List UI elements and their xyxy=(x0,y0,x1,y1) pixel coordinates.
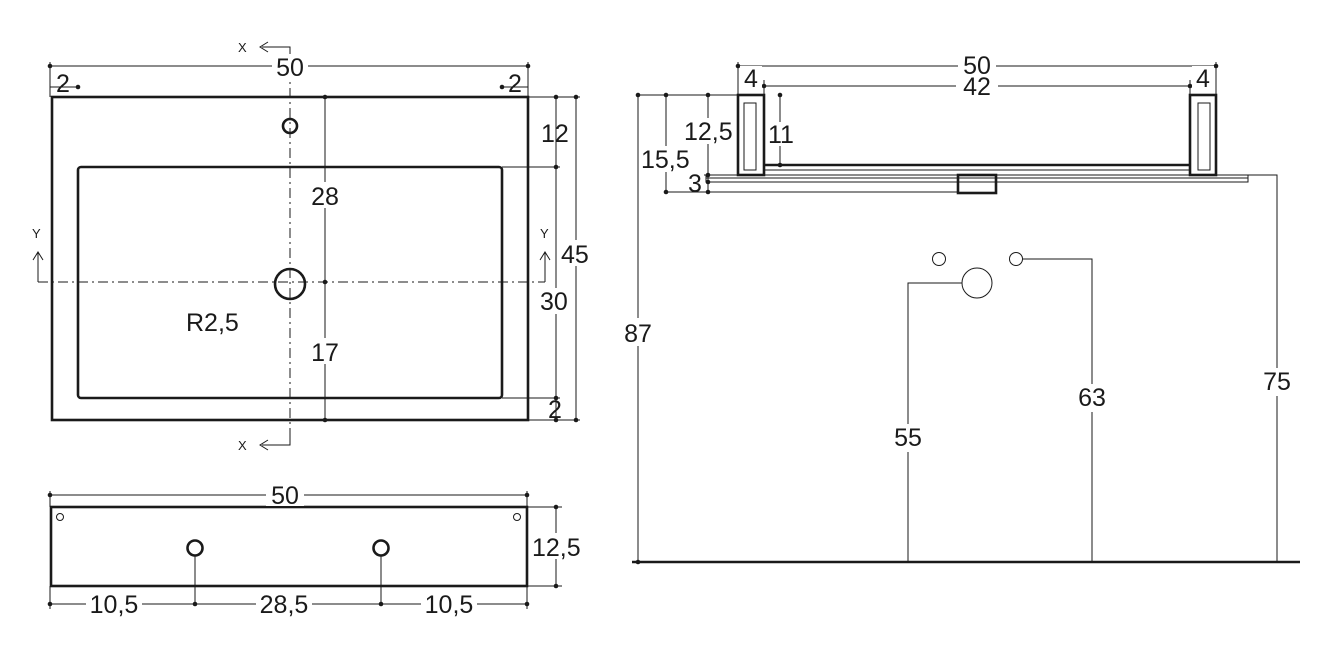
floor-to-drain-dim: 55 xyxy=(894,424,922,452)
height-15-5-dim: 15,5 xyxy=(641,146,690,174)
inner-width-dim: 42 xyxy=(963,73,991,101)
mounting-hole-left xyxy=(186,539,204,557)
drain-height-line xyxy=(907,282,962,562)
floor-to-supply-dim: 63 xyxy=(1078,384,1106,412)
inner-depth-dim: 11 xyxy=(768,121,794,149)
x-axis-label-bottom: X xyxy=(238,438,247,453)
rim-left-dim: 2 xyxy=(56,70,70,98)
drain-to-back-dim: 28 xyxy=(311,183,339,211)
arrow-icon xyxy=(259,439,269,451)
y-axis-label-left: Y xyxy=(32,226,41,241)
front-height-dim: 12,5 xyxy=(532,534,581,562)
arrow-icon xyxy=(259,41,269,53)
height-12-5-dim: 12,5 xyxy=(684,118,733,146)
left-wall xyxy=(736,93,766,177)
arrow-icon xyxy=(539,251,551,261)
rim-back-dim: 12 xyxy=(541,120,569,148)
drain-outlet xyxy=(961,267,993,299)
x-axis-label-top: X xyxy=(238,40,247,55)
front-width-dim: 50 xyxy=(271,482,299,510)
drain-body xyxy=(956,173,998,195)
front-view: 50 12,5 10,5 28,5 10,5 xyxy=(47,482,610,619)
shelf-dim: 3 xyxy=(688,170,702,198)
rim-right-dim: 2 xyxy=(508,70,522,98)
bowl-depth-dim: 30 xyxy=(540,288,568,316)
tap-hole xyxy=(281,117,299,135)
arrow-icon xyxy=(32,251,44,261)
side-view: 50 42 4 4 87 15,5 12,5 3 11 xyxy=(618,52,1300,565)
top-view: X X Y Y 50 2 2 12 30 xyxy=(32,40,593,453)
rim-front-dim: 2 xyxy=(548,396,562,424)
right-wall xyxy=(1188,93,1218,177)
corner-radius-label: R2,5 xyxy=(186,309,239,337)
left-wall-inner xyxy=(743,102,757,171)
x-marker-bottom xyxy=(262,432,291,446)
fixing-hole xyxy=(513,513,521,521)
supply-height-line xyxy=(1022,258,1093,562)
wall-left-dim: 4 xyxy=(744,65,758,93)
fixing-hole xyxy=(56,513,64,521)
supply-hole-right xyxy=(1009,252,1023,266)
hole-right-dim: 10,5 xyxy=(425,591,474,619)
right-wall-inner xyxy=(1197,102,1211,171)
floor-to-top-dim: 87 xyxy=(624,320,652,348)
drain-to-front-dim: 17 xyxy=(311,339,339,367)
hole-left-dim: 10,5 xyxy=(90,591,139,619)
floor-to-shelf-dim: 75 xyxy=(1263,368,1291,396)
hole-spacing-dim: 28,5 xyxy=(260,591,309,619)
mounting-hole-right xyxy=(372,539,390,557)
wall-right-dim: 4 xyxy=(1196,65,1210,93)
depth-dim: 45 xyxy=(561,241,589,269)
top-width-dim: 50 xyxy=(276,54,304,82)
drain-hole xyxy=(273,267,307,301)
y-axis-label-right: Y xyxy=(540,226,549,241)
supply-hole-left xyxy=(932,252,946,266)
front-panel xyxy=(49,505,529,588)
shelf-height-line xyxy=(1248,174,1278,562)
